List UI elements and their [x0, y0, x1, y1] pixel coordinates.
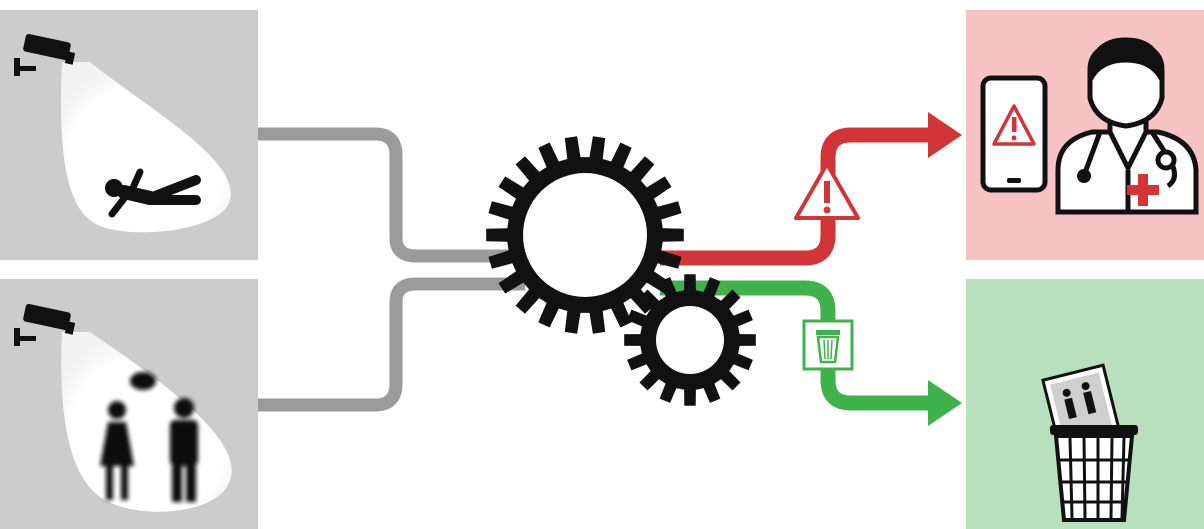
input-panel-fall [0, 10, 258, 260]
phone-alert-icon [983, 78, 1045, 190]
warning-triangle-icon [796, 164, 858, 218]
alert-arrowhead [928, 112, 962, 158]
input-path-fall [258, 134, 525, 256]
input-paths [258, 134, 525, 405]
gear-hole [656, 306, 724, 374]
gears-icon [486, 136, 756, 406]
small-gear-icon [624, 274, 756, 406]
trash-badge-icon [804, 321, 852, 369]
discard-arrowhead [928, 380, 962, 426]
input-path-normal [258, 284, 525, 405]
output-panel-alert [966, 10, 1204, 260]
gear-hole [523, 173, 647, 297]
alert-path [660, 135, 930, 258]
output-panel-discard [966, 279, 1204, 529]
input-panel-normal [0, 279, 258, 529]
